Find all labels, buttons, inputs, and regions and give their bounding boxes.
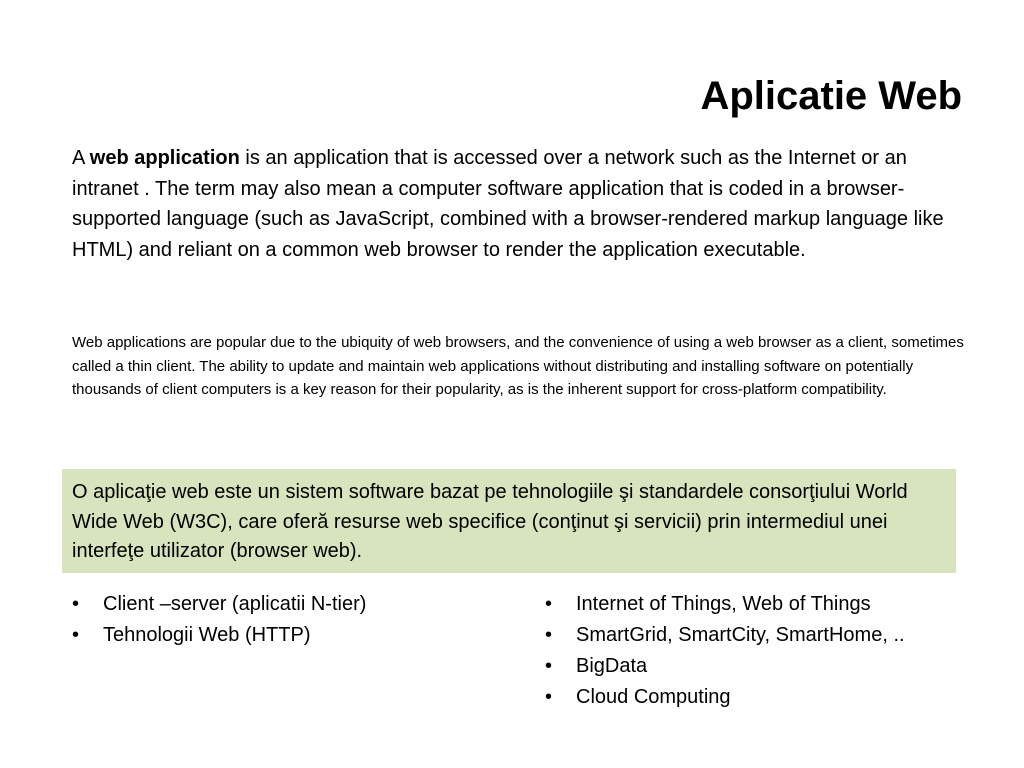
bullet-list-left: • Client –server (aplicatii N-tier) • Tehn…: [72, 589, 512, 651]
list-item: • SmartGrid, SmartCity, SmartHome, ..: [545, 620, 985, 651]
bullet-icon: •: [545, 655, 553, 677]
slide-title: Aplicatie Web: [700, 74, 962, 118]
list-item-text: Client –server (aplicatii N-tier): [103, 593, 367, 615]
bullet-icon: •: [72, 593, 80, 615]
list-item: • BigData: [545, 651, 985, 682]
list-item: • Tehnologii Web (HTTP): [72, 620, 512, 651]
list-item-text: SmartGrid, SmartCity, SmartHome, ..: [576, 624, 905, 646]
definition-highlight-box: O aplicaţie web este un sistem software …: [62, 469, 956, 573]
list-item: • Cloud Computing: [545, 682, 985, 713]
list-item-text: Tehnologii Web (HTTP): [103, 624, 311, 646]
intro-bold-term: web application: [89, 147, 240, 169]
intro-prefix: A: [72, 147, 90, 169]
list-item-text: Internet of Things, Web of Things: [576, 593, 871, 615]
bullet-icon: •: [545, 624, 553, 646]
bullet-icon: •: [545, 686, 553, 708]
intro-rest: is an application that is accessed over …: [72, 147, 944, 261]
bullet-list-right: • Internet of Things, Web of Things • Smar…: [545, 589, 985, 713]
bullet-icon: •: [545, 593, 553, 615]
popularity-paragraph: Web applications are popular due to the …: [72, 334, 964, 398]
list-item: • Client –server (aplicatii N-tier): [72, 589, 512, 620]
definition-text: O aplicaţie web este un sistem software …: [72, 481, 908, 562]
intro-paragraph: A web application is an application that…: [72, 143, 972, 265]
list-item: • Internet of Things, Web of Things: [545, 589, 985, 620]
bullet-icon: •: [72, 624, 80, 646]
list-item-text: Cloud Computing: [576, 686, 731, 708]
list-item-text: BigData: [576, 655, 648, 677]
